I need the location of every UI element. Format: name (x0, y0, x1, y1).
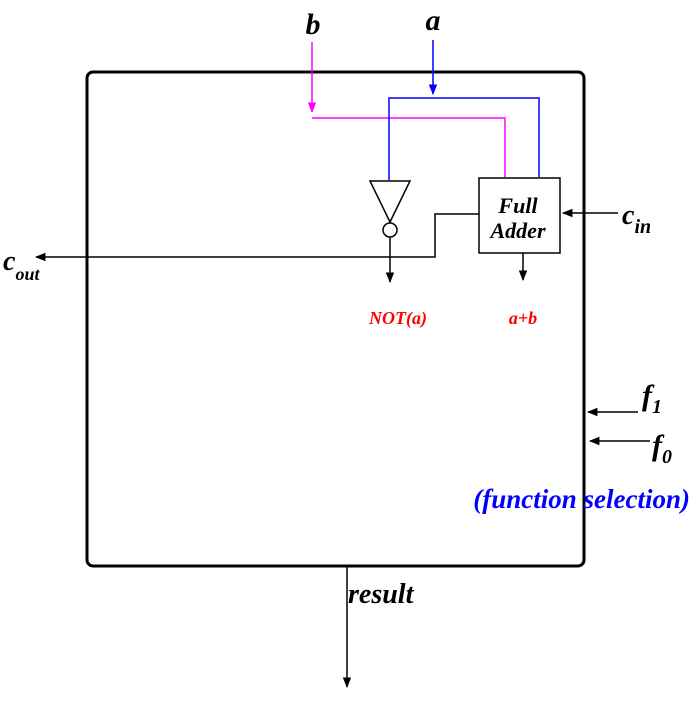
full-adder-label-line1: Full (497, 193, 538, 218)
f0-label: f0 (652, 429, 672, 468)
cout-wire (34, 213, 479, 262)
alu-frame (85, 70, 586, 568)
a-input-wire (388, 40, 540, 180)
sum-label: a+b (509, 308, 537, 328)
cout-label: cout (3, 246, 40, 284)
function-selection-label: (function selection) (473, 484, 690, 514)
b-label: b (306, 8, 321, 41)
cin-label: cin (622, 200, 651, 238)
b-input-wire (307, 42, 506, 177)
a-label: a (426, 4, 441, 37)
full-adder-box (478, 177, 561, 254)
f1-label: f1 (642, 379, 662, 418)
not-a-label: NOT(a) (368, 308, 427, 329)
result-label: result (348, 579, 415, 610)
full-adder-label-line2: Adder (489, 218, 546, 243)
not-gate (368, 180, 412, 284)
